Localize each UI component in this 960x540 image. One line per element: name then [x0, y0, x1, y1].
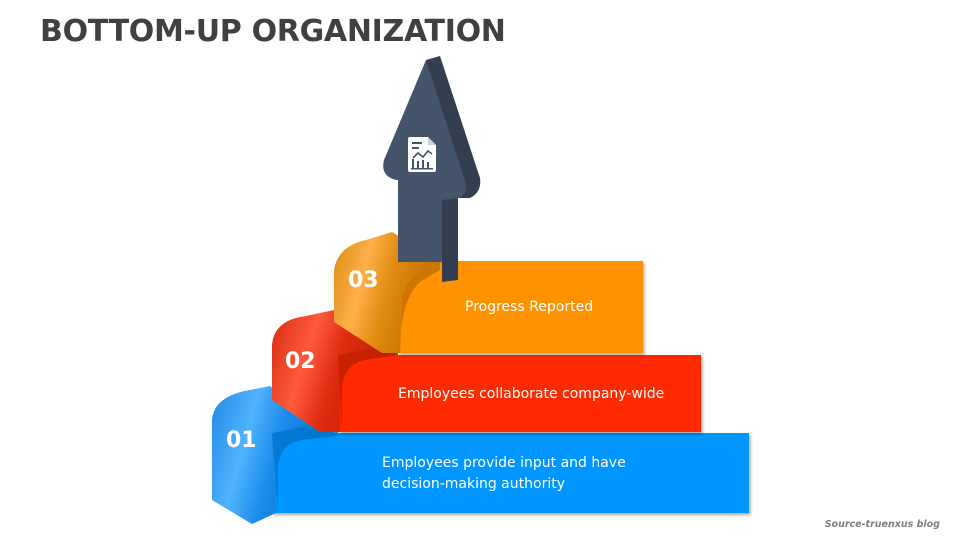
step-03-label: Progress Reported	[465, 299, 594, 315]
step-01-panel	[272, 433, 749, 513]
step-02-number: 02	[285, 349, 316, 374]
step-01-number: 01	[226, 428, 257, 453]
step-01-label-line1: Employees provide input and have	[382, 455, 626, 471]
report-chart-icon	[408, 137, 436, 172]
upward-arrow	[383, 56, 481, 282]
step-03-number: 03	[348, 268, 379, 293]
step-01-label-line2: decision-making authority	[382, 476, 565, 492]
step-02-label: Employees collaborate company-wide	[398, 386, 665, 402]
step-03-curve-face	[334, 232, 440, 353]
step-03	[334, 232, 643, 353]
slide-title: BOTTOM-UP ORGANIZATION	[40, 14, 506, 49]
step-03-panel	[398, 261, 643, 353]
source-credit: Source-truenxus blog	[824, 519, 940, 530]
step-01	[212, 386, 749, 524]
step-02-panel	[338, 355, 701, 432]
